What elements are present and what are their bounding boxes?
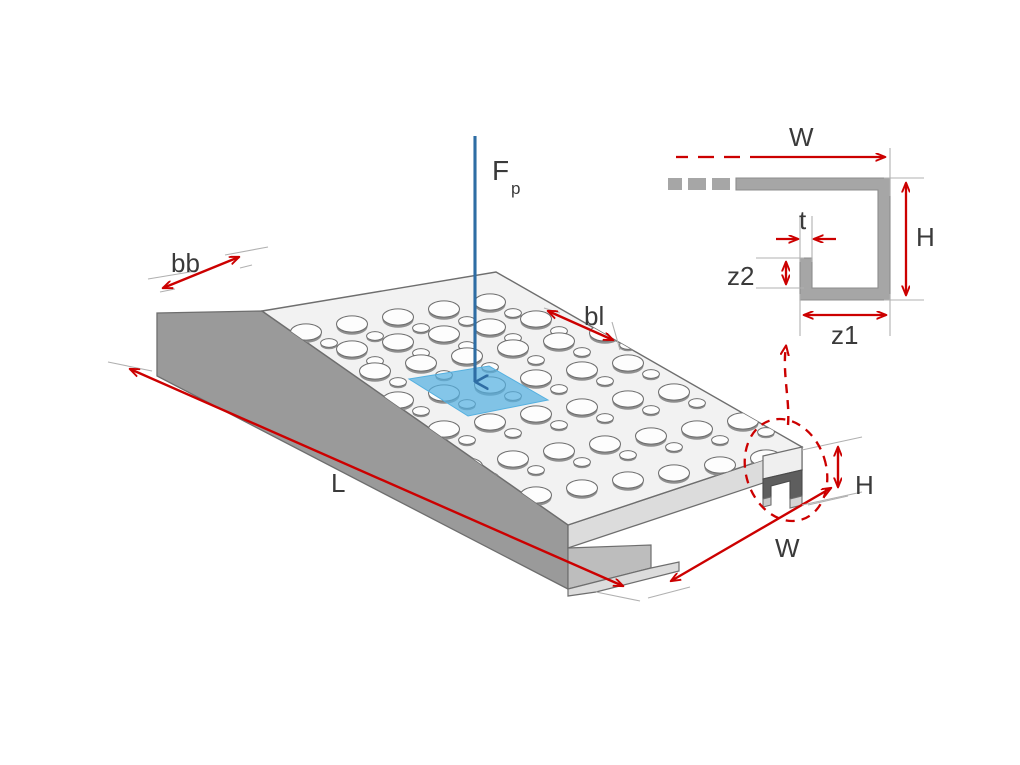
profile-flange-dash-1 — [668, 178, 682, 190]
L-label: L — [331, 468, 345, 498]
channel-end-lip — [762, 496, 772, 508]
dimension-H-profile: H — [884, 177, 935, 301]
force-label: F — [492, 155, 509, 186]
bl-label: bl — [584, 301, 604, 331]
W-dimension-line — [671, 488, 831, 581]
dimension-bb: bb — [147, 246, 269, 293]
z1-label: z1 — [831, 320, 858, 350]
cross-section-detail: W H t z2 z1 — [668, 122, 935, 350]
force-label-subscript: p — [511, 179, 520, 198]
H-panel-label: H — [855, 470, 874, 500]
dimension-z2: z2 — [727, 257, 804, 291]
z2-label: z2 — [727, 261, 754, 291]
profile-flange-dash-3 — [712, 178, 730, 190]
dimension-L: L — [107, 361, 641, 602]
W-panel-label: W — [775, 533, 800, 563]
H-panel-extension-bottom — [801, 491, 863, 506]
bb-extension-right — [224, 246, 269, 256]
dimension-bl: bl — [543, 301, 621, 351]
bb-tick-right — [239, 264, 253, 269]
dimension-H-panel: H — [801, 436, 874, 506]
H-profile-label: H — [916, 222, 935, 252]
bl-dimension-line — [548, 311, 613, 340]
force-indicator: F p — [473, 136, 520, 382]
bb-dimension-line — [163, 255, 239, 290]
detail-callout-ellipse — [743, 417, 829, 523]
profile-flange-dash-2 — [688, 178, 706, 190]
H-panel-extension-top — [801, 436, 863, 451]
L-extension-end — [595, 591, 641, 602]
dimension-z1: z1 — [799, 294, 891, 350]
dimension-W-panel: W — [647, 488, 849, 599]
bb-label: bb — [171, 248, 200, 278]
L-dimension-line — [130, 369, 623, 586]
W-extension-start — [647, 586, 691, 599]
detail-callout — [743, 346, 829, 523]
t-label: t — [799, 205, 807, 235]
dimension-t: t — [776, 205, 836, 262]
dimension-W-profile: W — [676, 122, 891, 196]
W-profile-label: W — [789, 122, 814, 152]
bb-tick-left — [159, 288, 176, 293]
detail-callout-arrow — [785, 346, 788, 426]
